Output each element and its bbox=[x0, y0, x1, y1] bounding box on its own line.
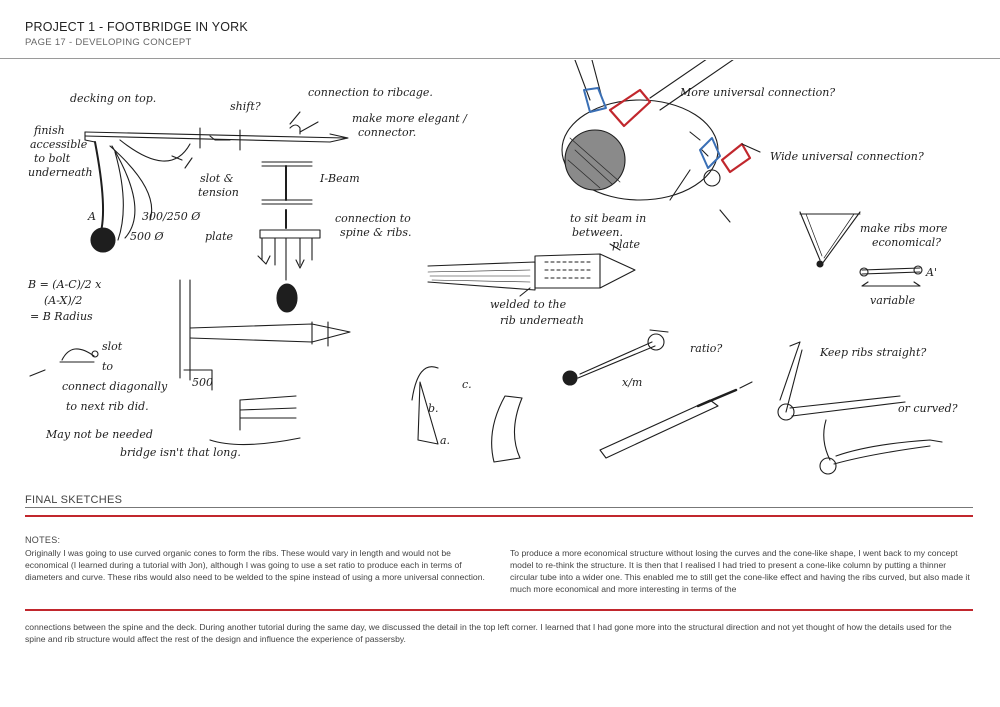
sketch-ratio bbox=[562, 329, 669, 386]
anno-ratio: ratio? bbox=[690, 342, 722, 355]
sketch-deck-section bbox=[84, 111, 349, 253]
concept-sketches: decking on top. shift? connection to rib… bbox=[27, 60, 958, 475]
notes-right-column: To produce a more economical structure w… bbox=[510, 548, 970, 594]
anno-conn-spine-2: spine & ribs. bbox=[340, 226, 412, 239]
page-subtitle: PAGE 17 - DEVELOPING CONCEPT bbox=[25, 37, 192, 48]
anno-maynot-1: May not be needed bbox=[45, 428, 153, 441]
sketch-straight-ribs bbox=[777, 341, 943, 475]
anno-connection-ribcage: connection to ribcage. bbox=[308, 86, 433, 99]
anno-label-a: a. bbox=[440, 434, 450, 447]
sketch-universal-connection bbox=[561, 60, 761, 201]
notes-left-column: Originally I was going to use curved org… bbox=[25, 548, 485, 582]
anno-formula-1: B = (A-C)/2 x bbox=[27, 278, 102, 291]
sketch-tube-cone bbox=[179, 279, 351, 446]
anno-finish-4: underneath bbox=[28, 166, 93, 179]
section-divider bbox=[25, 507, 973, 508]
anno-formula-3: = B Radius bbox=[30, 310, 93, 323]
anno-universal-1: More universal connection? bbox=[679, 86, 835, 99]
anno-finish-2: accessible bbox=[30, 138, 88, 151]
anno-elegant-1: make more elegant / bbox=[352, 112, 468, 125]
anno-economical-2: economical? bbox=[872, 236, 941, 249]
anno-500-b: 500 bbox=[192, 376, 213, 389]
page-header: PROJECT 1 - FOOTBRIDGE IN YORK PAGE 17 -… bbox=[25, 20, 248, 48]
anno-plate-2: plate bbox=[612, 238, 641, 251]
anno-maynot-2: bridge isn't that long. bbox=[120, 446, 241, 459]
sketch-pen-member bbox=[599, 381, 753, 459]
anno-curved: or curved? bbox=[898, 402, 958, 415]
notes-heading: NOTES: bbox=[25, 535, 61, 545]
anno-finish-1: finish bbox=[33, 124, 65, 137]
anno-label-A: A bbox=[87, 210, 96, 223]
sketch-i-beam bbox=[257, 161, 321, 313]
anno-universal-2: Wide universal connection? bbox=[770, 150, 924, 163]
section-label-final-sketches: FINAL SKETCHES bbox=[25, 494, 123, 506]
sketch-triangle-ribs bbox=[799, 211, 923, 287]
accent-divider-bottom bbox=[25, 609, 973, 611]
notes-continued: connections between the spine and the de… bbox=[25, 622, 952, 644]
anno-label-c: c. bbox=[462, 378, 472, 391]
anno-straight: Keep ribs straight? bbox=[819, 346, 926, 359]
anno-decking: decking on top. bbox=[70, 92, 156, 105]
sketch-welded-connection bbox=[427, 243, 636, 297]
anno-elegant-2: connector. bbox=[358, 126, 416, 139]
sketch-annotations: decking on top. shift? connection to rib… bbox=[27, 86, 958, 459]
anno-slot-b-3: connect diagonally bbox=[62, 380, 168, 393]
anno-variable: variable bbox=[870, 294, 916, 307]
anno-conn-spine-1: connection to bbox=[335, 212, 411, 225]
anno-500: 500 Ø bbox=[130, 230, 164, 243]
sketch-area: decking on top. shift? connection to rib… bbox=[0, 60, 1000, 490]
anno-welded-1: welded to the bbox=[490, 298, 567, 311]
anno-plate: plate bbox=[205, 230, 234, 243]
anno-slot-1: slot & bbox=[200, 172, 234, 185]
anno-sit-1: to sit beam in bbox=[570, 212, 646, 225]
anno-ibeam: I-Beam bbox=[319, 172, 360, 185]
anno-slot-2: tension bbox=[198, 186, 239, 199]
anno-slot-b-2: to bbox=[102, 360, 113, 373]
anno-sit-2: between. bbox=[572, 226, 623, 239]
anno-slot-b-1: slot bbox=[102, 340, 123, 353]
anno-label-A2: A' bbox=[925, 266, 937, 279]
anno-finish-3: to bolt bbox=[34, 152, 71, 165]
anno-xm: x/m bbox=[622, 376, 642, 389]
anno-dims: 300/250 Ø bbox=[142, 210, 201, 223]
page-title: PROJECT 1 - FOOTBRIDGE IN YORK bbox=[25, 20, 248, 34]
anno-slot-b-4: to next rib did. bbox=[66, 400, 149, 413]
sketch-cones bbox=[411, 366, 523, 463]
anno-label-b: b. bbox=[428, 402, 439, 415]
accent-divider-top bbox=[25, 515, 973, 517]
anno-formula-2: (A-X)/2 bbox=[44, 294, 82, 307]
sketch-slot-detail bbox=[29, 348, 297, 431]
anno-welded-2: rib underneath bbox=[500, 314, 584, 327]
anno-economical-1: make ribs more bbox=[860, 222, 948, 235]
anno-shift: shift? bbox=[230, 100, 261, 113]
header-divider bbox=[0, 58, 1000, 59]
